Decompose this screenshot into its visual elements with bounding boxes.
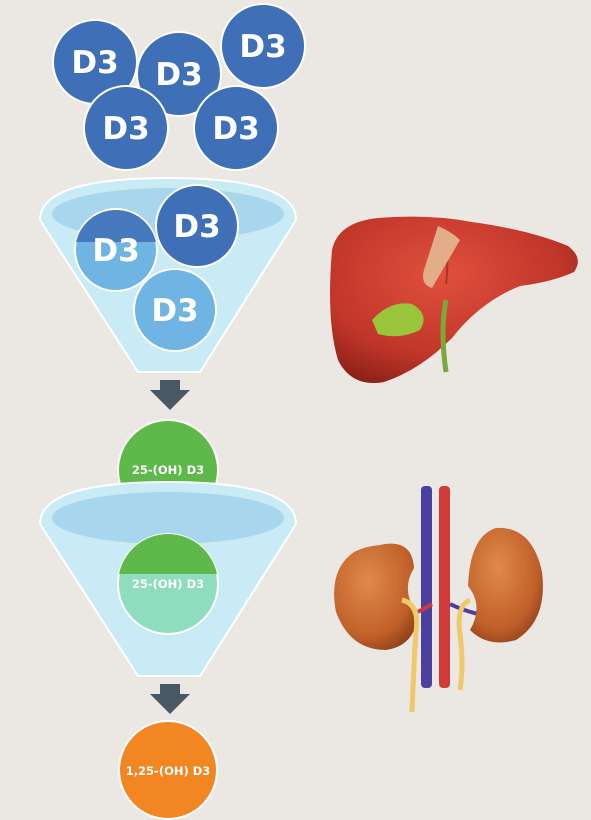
calcidiol-molecule-filtered: 25-(OH) D3 xyxy=(118,534,218,634)
d3-label: D3 xyxy=(71,45,118,81)
kidneys-icon xyxy=(334,486,543,712)
calcitriol-label: 1,25-(OH) D3 xyxy=(126,764,211,778)
arrow-down-icon xyxy=(150,380,190,410)
arrow-down-icon xyxy=(150,684,190,714)
d3-molecule-top-5: D3 xyxy=(194,86,278,170)
d3-label: D3 xyxy=(102,111,149,147)
calcitriol-molecule: 1,25-(OH) D3 xyxy=(119,721,217,819)
kidney-funnel: 25-(OH) D3 xyxy=(40,482,296,676)
d3-label: D3 xyxy=(239,29,286,65)
d3-molecule-top-2: D3 xyxy=(221,4,305,88)
d3-molecule-funnel-2: D3 xyxy=(75,209,157,291)
d3-label: D3 xyxy=(173,209,220,245)
d3-label: D3 xyxy=(92,233,139,269)
calcidiol-label: 25-(OH) D3 xyxy=(132,463,204,477)
d3-label: D3 xyxy=(155,57,202,93)
liver-icon xyxy=(330,217,578,383)
d3-molecule-funnel-1: D3 xyxy=(156,185,238,267)
d3-molecule-funnel-3: D3 xyxy=(134,269,216,351)
d3-molecule-top-4: D3 xyxy=(84,86,168,170)
calcidiol-label: 25-(OH) D3 xyxy=(132,577,204,591)
d3-label: D3 xyxy=(212,111,259,147)
d3-label: D3 xyxy=(151,293,198,329)
liver-funnel: D3 D3 D3 xyxy=(40,178,296,372)
